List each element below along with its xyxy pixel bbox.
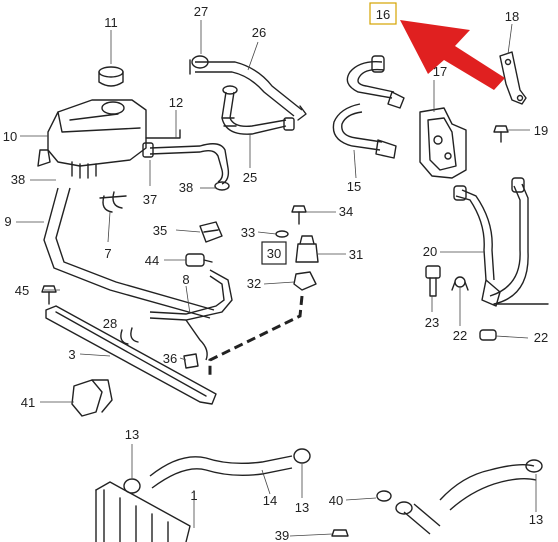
clip-22-lower — [479, 329, 497, 341]
callout-35: 35 — [153, 223, 167, 238]
pipe-9 — [43, 187, 215, 319]
callout-38-left: 38 — [11, 172, 25, 187]
fitting-23 — [425, 265, 441, 297]
clip-40 — [376, 490, 392, 502]
rail-3 — [45, 305, 217, 405]
bolt-45 — [41, 285, 57, 305]
callout-40: 40 — [329, 493, 343, 508]
callout-11: 11 — [104, 15, 118, 30]
callout-39: 39 — [275, 528, 289, 542]
bolt-19 — [493, 125, 509, 143]
callout-22-right: 22 — [534, 330, 548, 345]
callout-9: 9 — [4, 214, 11, 229]
radiator-1 — [95, 481, 191, 542]
clips-7 — [99, 191, 127, 213]
callout-31: 31 — [349, 247, 363, 262]
callout-7: 7 — [104, 246, 111, 261]
hose-16 — [346, 55, 405, 109]
callout-37: 37 — [143, 192, 157, 207]
callout-16: 16 — [376, 7, 390, 22]
lower-hose — [395, 459, 543, 535]
pipe-8 — [149, 269, 233, 361]
callout-8: 8 — [182, 272, 189, 287]
callout-3: 3 — [68, 347, 75, 362]
callout-32: 32 — [247, 276, 261, 291]
callout-28: 28 — [103, 316, 117, 331]
hose-15 — [332, 103, 397, 159]
callout-box-30 — [261, 241, 287, 265]
hose-12 — [142, 142, 230, 191]
callout-19: 19 — [534, 123, 548, 138]
callout-33: 33 — [241, 225, 255, 240]
callout-36: 36 — [163, 351, 177, 366]
callout-1: 1 — [190, 488, 197, 503]
callout-13-right: 13 — [529, 512, 543, 527]
clip-36 — [183, 353, 199, 369]
callout-15: 15 — [347, 179, 361, 194]
sensor-31 — [295, 235, 319, 263]
callout-38-mid: 38 — [179, 180, 193, 195]
callout-25: 25 — [243, 170, 257, 185]
callout-labels: 11 10 38 9 27 26 12 37 38 25 16 15 17 18… — [3, 4, 548, 542]
callout-27: 27 — [194, 4, 208, 19]
callout-26: 26 — [252, 25, 266, 40]
highlight-arrow — [400, 20, 505, 90]
callout-20: 20 — [423, 244, 437, 259]
bracket-18 — [499, 51, 527, 105]
bolt-34 — [291, 205, 307, 225]
hose-20 — [453, 177, 549, 307]
callout-13-left: 13 — [125, 427, 139, 442]
hose-14 — [123, 448, 311, 494]
callout-18: 18 — [505, 9, 519, 24]
callout-41: 41 — [21, 395, 35, 410]
mount-41 — [71, 379, 113, 417]
clips-28 — [120, 327, 139, 345]
leader-lines — [16, 20, 537, 537]
callout-14: 14 — [263, 493, 277, 508]
callout-12: 12 — [169, 95, 183, 110]
washer-33 — [275, 230, 289, 238]
hose-25 — [221, 85, 295, 135]
connector-44 — [185, 253, 213, 267]
callout-44: 44 — [145, 253, 159, 268]
callout-30: 30 — [267, 246, 281, 261]
clip-35 — [199, 221, 223, 243]
grommet-32 — [293, 271, 317, 291]
clip-22-upper — [451, 276, 469, 291]
callout-45: 45 — [15, 283, 29, 298]
callout-23: 23 — [425, 315, 439, 330]
callout-10: 10 — [3, 129, 17, 144]
callout-22-mid: 22 — [453, 328, 467, 343]
expansion-tank — [37, 99, 181, 179]
callout-13-mid: 13 — [295, 500, 309, 515]
bolt-39 — [331, 529, 349, 537]
tank-cap — [98, 66, 124, 87]
callout-box-16 — [369, 2, 397, 25]
thermostat-housing — [419, 107, 467, 179]
callout-17: 17 — [433, 64, 447, 79]
hose-26 — [189, 55, 307, 121]
callout-34: 34 — [339, 204, 353, 219]
dashed-connection — [208, 295, 304, 376]
